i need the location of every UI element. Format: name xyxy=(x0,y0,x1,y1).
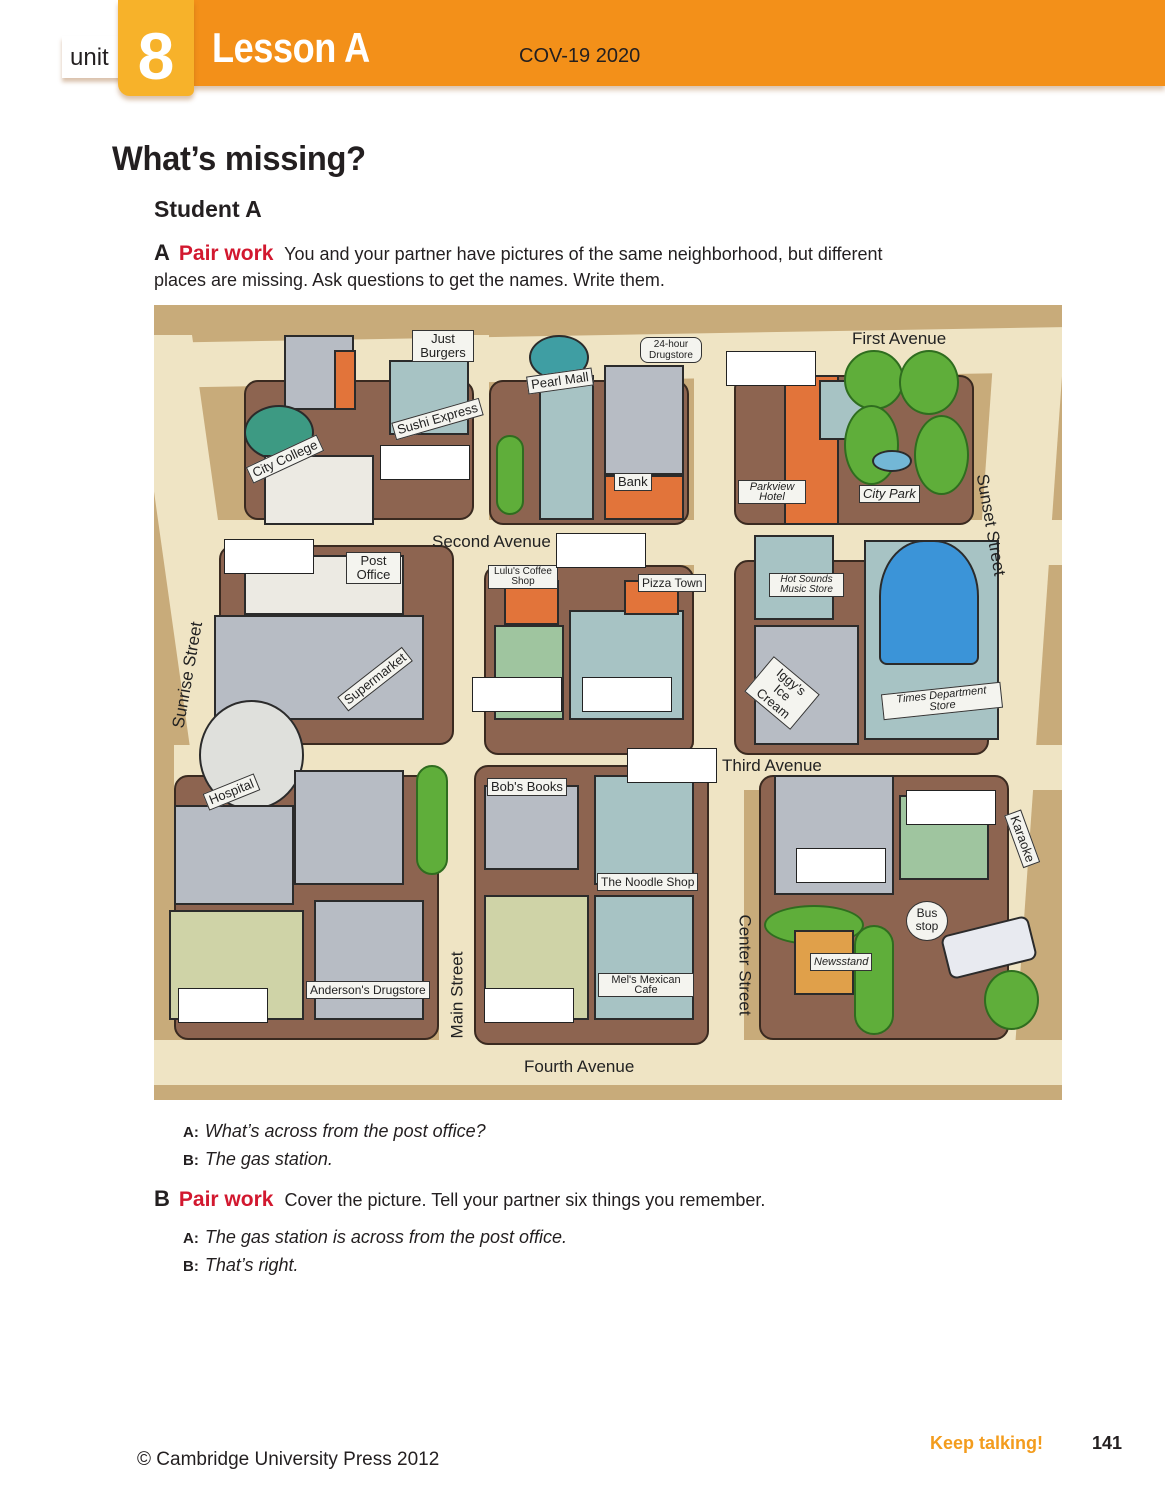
unit-tab xyxy=(62,36,122,78)
speaker-label: B: xyxy=(183,1258,199,1275)
part-b-instructions: B Pair work Cover the picture. Tell your… xyxy=(154,1186,914,1213)
part-b-pair-work: Pair work xyxy=(178,1188,274,1211)
sign-andersons-drugstore: Anderson's Drugstore xyxy=(306,981,430,999)
building xyxy=(334,350,356,410)
lesson-title: Lesson A xyxy=(212,24,370,71)
glass-dome xyxy=(879,540,979,665)
blank-answer-box-1[interactable] xyxy=(726,351,816,386)
bobs-books xyxy=(484,785,579,870)
sign-newsstand: Newsstand xyxy=(810,953,873,971)
mels-mexican-cafe xyxy=(594,895,694,1020)
sign-noodle-shop: The Noodle Shop xyxy=(597,873,699,891)
building xyxy=(604,365,684,475)
sign-lulus-coffee-shop: Lulu's Coffee Shop xyxy=(488,565,558,589)
tree xyxy=(844,405,899,485)
blank-answer-box-4[interactable] xyxy=(556,533,646,568)
blank-answer-box-11[interactable] xyxy=(484,988,574,1023)
activity-title: What’s missing? xyxy=(112,140,366,178)
dialog-line: A: What’s across from the post office? xyxy=(183,1118,486,1146)
example-dialog-a: A: What’s across from the post office? B:… xyxy=(183,1118,486,1174)
unit-number-box xyxy=(118,0,194,96)
blank-answer-box-10[interactable] xyxy=(178,988,268,1023)
part-a-pair-work: Pair work xyxy=(178,242,274,265)
tree xyxy=(854,925,894,1035)
sign-parkview-hotel: Parkview Hotel xyxy=(738,480,806,504)
dialog-line: A: The gas station is across from the pos… xyxy=(183,1224,567,1252)
dialog-line: B: That’s right. xyxy=(183,1252,567,1280)
blank-answer-box-9[interactable] xyxy=(796,848,886,883)
blank-answer-box-3[interactable] xyxy=(224,539,314,574)
section-name: Keep talking! xyxy=(930,1433,1044,1453)
blank-answer-box-2[interactable] xyxy=(380,445,470,480)
tree xyxy=(914,415,969,495)
part-a-text: You and your partner have pictures of th… xyxy=(154,244,883,290)
tree xyxy=(496,435,524,515)
sign-hot-sounds-music-store: Hot Sounds Music Store xyxy=(769,573,844,597)
street-label-main-street: Main Street xyxy=(447,951,467,1039)
noodle-shop xyxy=(594,775,694,885)
street-label-fourth-avenue: Fourth Avenue xyxy=(524,1057,635,1076)
student-label: Student A xyxy=(154,196,262,222)
part-b-letter: B xyxy=(154,1186,170,1211)
example-dialog-b: A: The gas station is across from the pos… xyxy=(183,1224,567,1280)
copyright: © Cambridge University Press 2012 xyxy=(137,1449,440,1470)
sign-just-burgers: Just Burgers xyxy=(412,330,474,362)
sign-pizza-town: Pizza Town xyxy=(638,574,707,592)
blank-answer-box-7[interactable] xyxy=(627,748,717,783)
sign-bank: Bank xyxy=(614,473,652,491)
andersons-drugstore xyxy=(314,900,424,1020)
part-a-letter: A xyxy=(154,240,170,265)
road-fourth-avenue xyxy=(154,1040,1062,1085)
fountain xyxy=(872,450,912,472)
blank-answer-box-6[interactable] xyxy=(582,677,672,712)
street-label-second-avenue: Second Avenue xyxy=(432,532,551,551)
dialog-text: That’s right. xyxy=(204,1255,299,1275)
page-number: 141 xyxy=(1092,1433,1123,1453)
edition-label: COV-19 2020 xyxy=(519,45,641,67)
blank-answer-box-8[interactable] xyxy=(906,790,996,825)
sign-bus-stop: Bus stop xyxy=(906,901,948,941)
unit-label: unit xyxy=(70,44,109,71)
tree xyxy=(844,350,904,410)
part-a-instructions: A Pair work You and your partner have pi… xyxy=(154,240,914,293)
blank-answer-box-5[interactable] xyxy=(472,677,562,712)
street-label-center-street: Center Street xyxy=(735,914,755,1016)
tree xyxy=(984,970,1039,1030)
sign-city-park: City Park xyxy=(859,485,920,503)
unit-number: 8 xyxy=(137,19,175,93)
header-bar xyxy=(192,0,1165,86)
dialog-text: The gas station. xyxy=(204,1149,333,1169)
speaker-label: A: xyxy=(183,1124,199,1141)
sign-mels-mexican-cafe: Mel's Mexican Cafe xyxy=(598,973,694,997)
tree xyxy=(416,765,448,875)
speaker-label: B: xyxy=(183,1152,199,1169)
speaker-label: A: xyxy=(183,1230,199,1247)
dialog-line: B: The gas station. xyxy=(183,1146,486,1174)
neighborhood-map: First Avenue Second Avenue Third Avenue … xyxy=(154,305,1062,1100)
sign-post-office: Post Office xyxy=(346,552,401,584)
building xyxy=(294,770,404,885)
part-b-text: Cover the picture. Tell your partner six… xyxy=(284,1190,766,1210)
street-label-third-avenue: Third Avenue xyxy=(722,756,822,775)
sign-24-hour-drugstore: 24-hour Drugstore xyxy=(640,337,702,363)
sign-bobs-books: Bob's Books xyxy=(487,778,567,796)
dialog-text: What’s across from the post office? xyxy=(204,1121,486,1141)
pearl-mall xyxy=(539,375,594,520)
building xyxy=(174,805,294,905)
street-label-first-avenue: First Avenue xyxy=(852,329,947,348)
tree xyxy=(899,350,959,415)
dialog-text: The gas station is across from the post … xyxy=(204,1227,567,1247)
